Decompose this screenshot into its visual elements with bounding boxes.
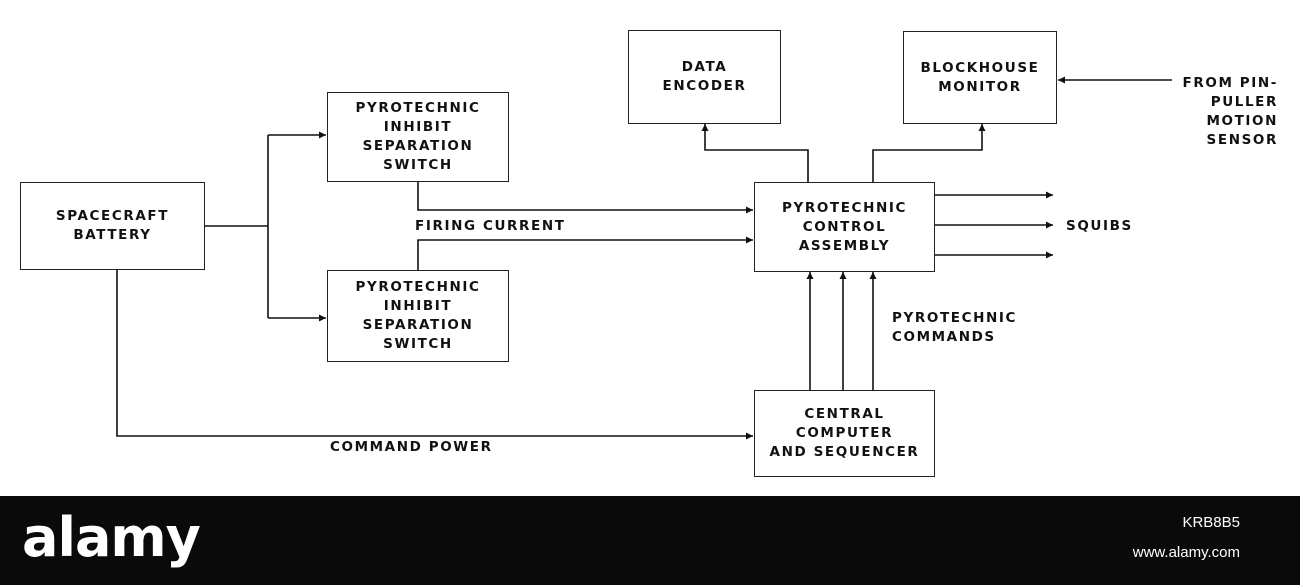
- spacecraft-battery-label: SPACECRAFT BATTERY: [55, 208, 170, 243]
- command-power-label: COMMAND POWER: [330, 439, 493, 455]
- inhibit-switch-top-label: PYROTECHNIC INHIBIT SEPARATION SWITCH: [355, 100, 481, 173]
- data-encoder-label: DATA ENCODER: [662, 59, 747, 94]
- wire-to-data-encoder: [701, 124, 809, 182]
- alamy-logo: alamy: [22, 506, 201, 569]
- data-encoder-box: DATA ENCODER: [628, 30, 781, 124]
- central-computer-box: CENTRAL COMPUTER AND SEQUENCER: [754, 390, 935, 477]
- connection-lines: [116, 76, 1172, 440]
- firing-current-label: FIRING CURRENT: [415, 218, 566, 234]
- site-url-text: www.alamy.com: [1132, 544, 1240, 561]
- inhibit-switch-bottom-label: PYROTECHNIC INHIBIT SEPARATION SWITCH: [355, 279, 481, 352]
- pyrotechnic-commands-label: PYROTECHNIC COMMANDS: [892, 310, 1018, 345]
- blockhouse-monitor-box: BLOCKHOUSE MONITOR: [903, 31, 1057, 124]
- wire-battery-to-switches: [205, 135, 269, 318]
- inhibit-switch-bottom-box: PYROTECHNIC INHIBIT SEPARATION SWITCH: [327, 270, 509, 362]
- wire-to-blockhouse: [872, 124, 986, 182]
- inhibit-switch-top-box: PYROTECHNIC INHIBIT SEPARATION SWITCH: [327, 92, 509, 182]
- watermark-footer: alamy KRB8B5 www.alamy.com: [0, 496, 1300, 585]
- spacecraft-battery-box: SPACECRAFT BATTERY: [20, 182, 205, 270]
- wire-firing-current-top: [417, 182, 753, 214]
- from-pin-puller-label: FROM PIN- PULLER MOTION SENSOR: [1182, 75, 1278, 148]
- pyro-control-assembly-label: PYROTECHNIC CONTROL ASSEMBLY: [781, 199, 907, 254]
- squibs-label: SQUIBS: [1066, 218, 1133, 234]
- wire-command-power: [116, 270, 753, 440]
- pyro-control-assembly-box: PYROTECHNIC CONTROL ASSEMBLY: [754, 182, 935, 272]
- blockhouse-monitor-label: BLOCKHOUSE MONITOR: [920, 59, 1040, 95]
- central-computer-label: CENTRAL COMPUTER AND SEQUENCER: [769, 406, 920, 460]
- image-id-text: KRB8B5: [1182, 514, 1240, 531]
- wire-firing-current-bottom: [417, 236, 753, 270]
- block-diagram: SPACECRAFT BATTERY PYROTECHNIC INHIBIT S…: [20, 30, 1278, 477]
